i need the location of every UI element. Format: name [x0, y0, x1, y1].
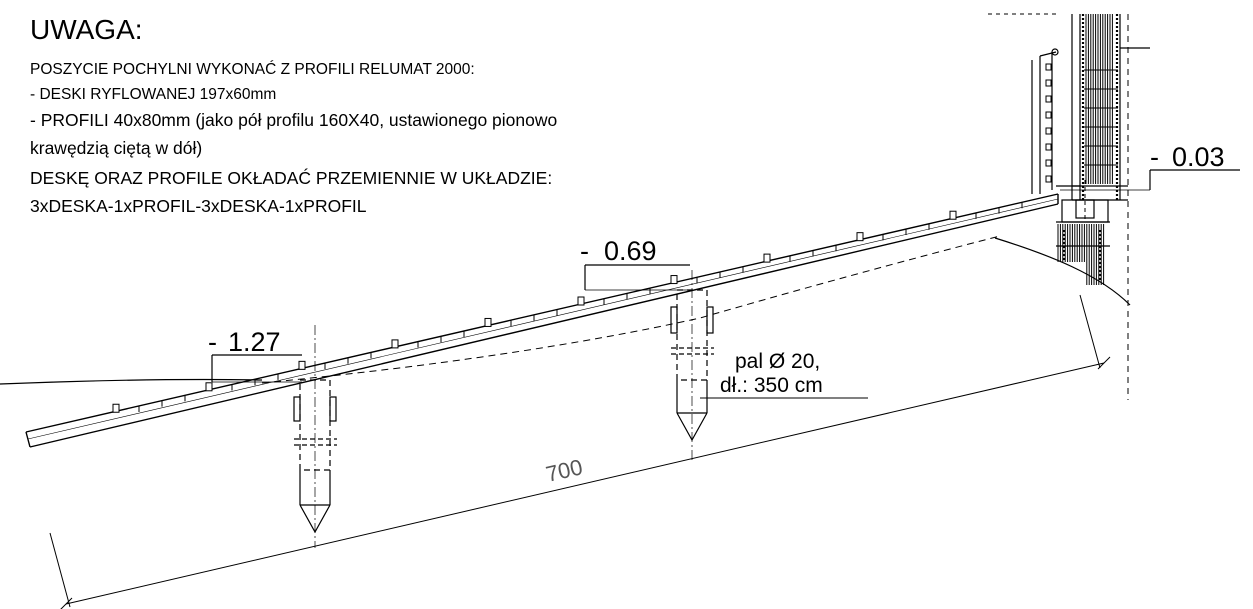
quay-structure	[988, 13, 1150, 400]
note-title: UWAGA:	[30, 14, 143, 45]
level-marker-right	[1060, 169, 1240, 191]
deck-profile	[205, 382, 213, 392]
pile-left	[293, 325, 337, 548]
level-right-value: 0.03	[1172, 142, 1225, 172]
note-line-4: krawędzią ciętą w dół)	[30, 138, 203, 158]
dimension-length: 700	[544, 454, 585, 487]
note-line-5: DESKĘ ORAZ PROFILE OKŁADAĆ PRZEMIENNIE W…	[30, 168, 553, 188]
railing-bracket	[1045, 127, 1052, 135]
level-marker-middle	[584, 264, 690, 291]
dimension-line	[49, 294, 1111, 609]
level-left-value: 1.27	[228, 327, 281, 357]
deck-profile	[577, 296, 585, 306]
deck-profiles	[112, 202, 1023, 413]
level-middle-value: 0.69	[604, 236, 657, 266]
railing	[1031, 48, 1059, 194]
note-line-3: - PROFILI 40x80mm (jako pół profilu 160X…	[30, 110, 558, 130]
deck-profile	[484, 317, 492, 327]
deck-profile	[298, 360, 306, 370]
deck-profile	[391, 339, 399, 349]
ramp-underside-dashed	[261, 235, 1001, 384]
deck-profile	[670, 275, 678, 285]
deck-profile	[763, 253, 771, 263]
railing-bracket	[1045, 95, 1052, 103]
pile-label-line1: pal Ø 20,	[735, 350, 820, 373]
pile-label-line2: dł.: 350 cm	[720, 374, 823, 397]
railing-bracket	[1045, 175, 1052, 183]
note-line-6: 3xDESKA-1xPROFIL-3xDESKA-1xPROFIL	[30, 196, 367, 216]
note-line-2: - DESKI RYFLOWANEJ 197x60mm	[30, 86, 277, 103]
railing-bracket	[1045, 111, 1052, 119]
railing-bracket	[1045, 79, 1052, 87]
deck-profile	[856, 232, 864, 242]
quay-hatching	[1057, 14, 1118, 285]
level-marker-left	[211, 354, 302, 383]
ramp-deck	[25, 193, 1059, 448]
level-left-prefix: -	[208, 327, 217, 357]
deck-profile	[112, 403, 120, 413]
railing-bracket	[1045, 63, 1052, 71]
deck-profile	[949, 210, 957, 220]
terrain	[0, 237, 1131, 385]
note-line-1: POSZYCIE POCHYLNI WYKONAĆ Z PROFILI RELU…	[30, 61, 475, 78]
railing-posts	[1045, 63, 1052, 183]
railing-bracket	[1045, 159, 1052, 167]
railing-bracket	[1045, 143, 1052, 151]
level-right-prefix: -	[1150, 142, 1159, 172]
pile-middle	[670, 270, 714, 462]
level-middle-prefix: -	[580, 236, 589, 266]
